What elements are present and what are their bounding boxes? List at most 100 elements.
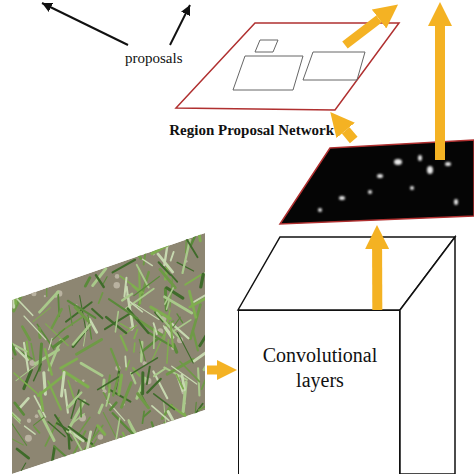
grass-blade (54, 264, 72, 278)
grass-blade (76, 339, 101, 354)
grass-blade (152, 422, 158, 442)
grass-blade (81, 363, 102, 375)
grass-blade (79, 217, 83, 235)
grass-blade (83, 227, 111, 243)
grass-blade (172, 421, 185, 447)
soil-spot (161, 429, 168, 436)
activation-blob (454, 199, 458, 205)
grass-blade (124, 278, 126, 297)
grass-blade (14, 287, 18, 303)
grass-blade (12, 272, 15, 308)
plane-shape (175, 22, 400, 112)
grass-blade (134, 304, 158, 320)
grass-blade (69, 306, 72, 326)
grass-blade (45, 418, 59, 446)
grass-blade (24, 239, 27, 272)
grass-blade (99, 405, 102, 413)
grass-blade (199, 432, 206, 465)
soil-spot (10, 263, 14, 267)
activation-blob (445, 162, 451, 166)
grass-blade (106, 394, 109, 406)
plane-outline (176, 23, 399, 110)
soil-spot (27, 249, 33, 255)
field-photo (0, 201, 224, 474)
grass-blade (138, 394, 149, 408)
grass-blade (127, 444, 133, 451)
grass-blade (98, 426, 105, 435)
grass-blade (171, 275, 177, 282)
soil-spot (125, 234, 130, 239)
grass-blade (14, 373, 38, 394)
grass-blade (135, 249, 141, 259)
soil-spot (115, 274, 120, 279)
flow-arrow (372, 249, 382, 310)
soil-spot (109, 258, 112, 261)
cube-side-face (400, 237, 455, 474)
grass-blade (147, 367, 150, 384)
grass-blade (98, 377, 119, 390)
proposal-box (303, 52, 365, 80)
grass-blade (167, 339, 169, 363)
grass-blade (59, 218, 77, 235)
grass-blade (34, 427, 39, 433)
soil-spot (170, 441, 173, 444)
feature-arrow (435, 26, 445, 160)
box-label: Convolutional layers (239, 343, 401, 393)
soil-spot (19, 276, 21, 278)
map-shape (280, 140, 474, 225)
grass-blade (193, 331, 198, 350)
grass-blade (149, 443, 156, 462)
grass-blade (158, 443, 174, 469)
grass-blade (25, 426, 36, 434)
grass-blade (188, 417, 209, 436)
grass-blade (124, 356, 127, 366)
grass-blade (174, 345, 177, 353)
grass-blade (148, 210, 152, 243)
grass-blade (76, 398, 88, 405)
grass-blade (40, 292, 59, 312)
grass-blade (68, 380, 74, 398)
grass-blade (19, 398, 28, 408)
grass-blade (85, 278, 90, 286)
grass-blade (14, 417, 20, 423)
grass-blade (85, 432, 91, 460)
grass-blade (74, 219, 76, 244)
grass-blade (190, 217, 203, 246)
grass-blade (100, 218, 124, 241)
grass-blade (67, 392, 81, 407)
soil-spot (98, 434, 103, 439)
input-arrow (207, 366, 217, 375)
grass-blade (190, 230, 200, 236)
grass-blade (202, 378, 206, 389)
grass-blade (76, 245, 89, 267)
grass-blade (122, 204, 125, 236)
grass-blade (197, 444, 199, 456)
grass-blade (34, 396, 45, 417)
grass-blade (153, 329, 155, 349)
grass-blade (121, 439, 134, 449)
activation-blob (394, 159, 402, 165)
grass-blade (9, 419, 27, 445)
grass-blade (193, 404, 203, 418)
grass-blade (31, 344, 34, 361)
grass-blade (120, 236, 143, 254)
proposal-arrow (345, 19, 379, 45)
grass-blade (204, 362, 208, 369)
soil-spot (35, 414, 39, 418)
grass-blade (177, 332, 193, 363)
grass-blade (121, 336, 127, 350)
grass-blade (71, 414, 84, 424)
activation-blob (368, 190, 372, 194)
grass-blade (52, 309, 62, 328)
activation-blob (377, 174, 383, 178)
grass-blade (134, 276, 160, 295)
grass-blade (46, 324, 69, 346)
grass-blade (134, 343, 135, 352)
grass-blade (15, 403, 24, 415)
grass-blade (171, 323, 173, 347)
activation-blob (427, 166, 433, 174)
grass-blade (46, 275, 47, 296)
grass-blade (33, 416, 45, 426)
grass-blade (99, 293, 103, 303)
grass-blade (172, 437, 199, 451)
